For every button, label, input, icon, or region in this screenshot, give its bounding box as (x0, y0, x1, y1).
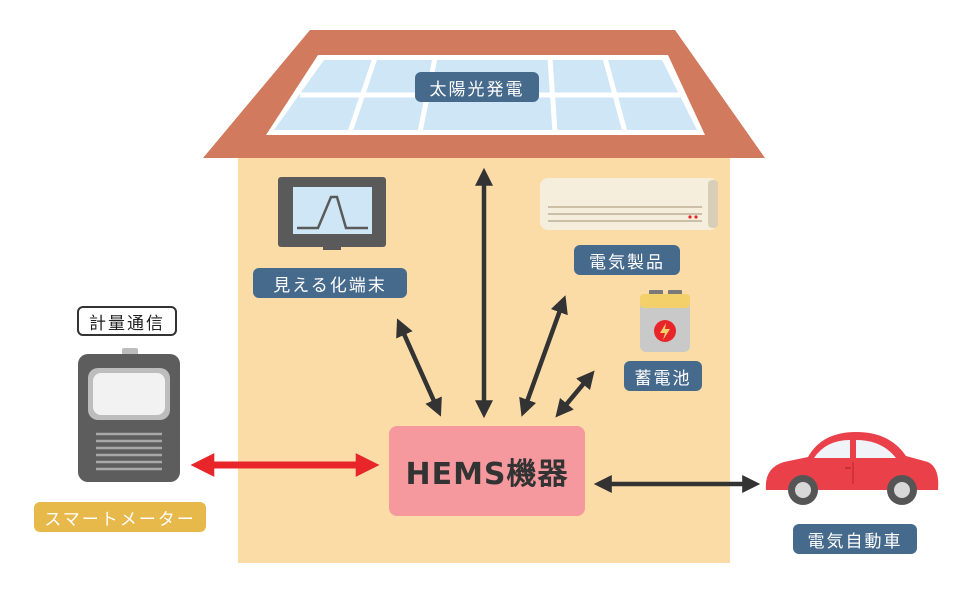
label-monitor: 見える化端末 (253, 268, 407, 298)
arrow-battery-hems (555, 370, 595, 418)
car-icon (765, 432, 939, 505)
label-solar: 太陽光発電 (415, 72, 539, 102)
label-battery: 蓄電池 (624, 361, 702, 391)
battery-icon (640, 290, 690, 352)
arrow-monitor-hems (396, 318, 442, 417)
label-appliance: 電気製品 (574, 245, 680, 275)
hems-device: HEMS機器 (389, 426, 585, 516)
connection-arrows (396, 167, 761, 493)
smart-meter-icon (78, 348, 180, 482)
hems-label: HEMS機器 (405, 457, 569, 492)
label-ev: 電気自動車 (793, 524, 917, 554)
arrow-appliance-hems (519, 295, 568, 417)
label-comm: 計量通信 (77, 306, 177, 336)
label-smart-meter: スマートメーター (34, 502, 206, 532)
air-conditioner-icon (540, 178, 718, 230)
monitor-icon (278, 177, 386, 250)
